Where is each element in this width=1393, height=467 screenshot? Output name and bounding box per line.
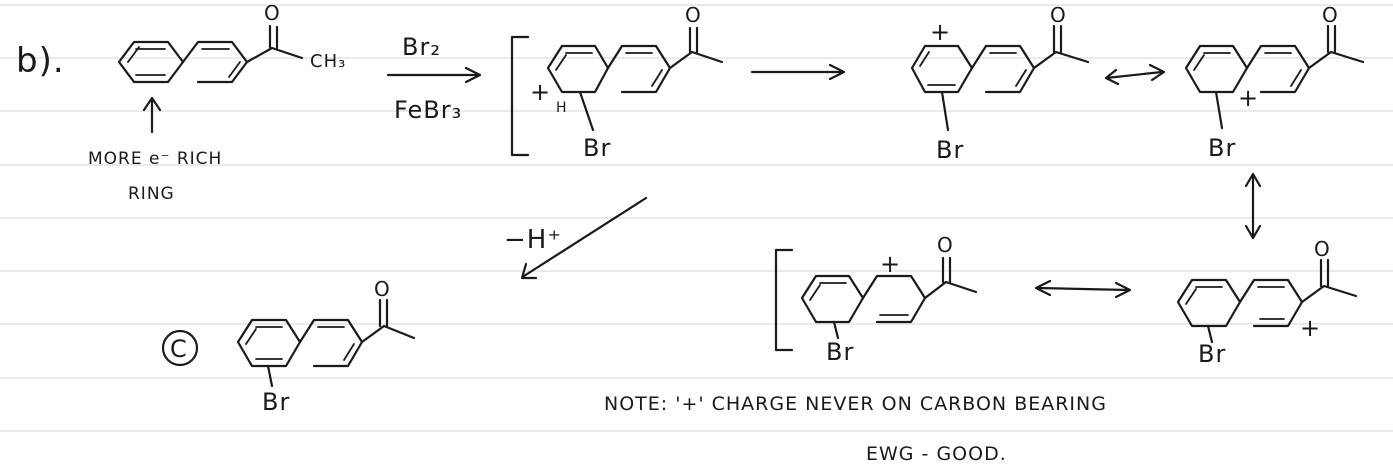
product: C O Br [161,277,416,416]
rich-ring-note-2: RING [128,184,175,204]
rich-ring-note-1: MORE e⁻ RICH [88,149,222,169]
svg-text:O: O [685,3,702,27]
plus-charge: + [530,78,551,106]
svg-text:Br: Br [1208,134,1236,162]
resonance-arrow-vertical [1244,172,1262,240]
bromine-label: Br [583,134,611,162]
reagent-febr3: FeBr₃ [394,96,462,124]
rich-ring-pointer [142,96,162,134]
resonance-arrow-1 [750,63,846,81]
svg-text:+: + [930,18,951,46]
intermediate-1: O + H Br [530,3,724,162]
bracket-left-top [510,35,530,157]
svg-text:O: O [1050,3,1067,27]
note-line-2: EWG - GOOD. [866,443,1007,465]
svg-text:Br: Br [826,338,854,366]
reaction-arrow [386,66,482,84]
notebook-ruling [0,4,1393,432]
intermediate-5: O + Br [1176,237,1358,368]
svg-text:+: + [1238,84,1259,112]
svg-text:+: + [880,250,901,278]
carbonyl-o: O [264,1,281,25]
starting-material: O CH₃ [117,1,346,84]
answer-label: C [170,335,188,363]
svg-text:O: O [1322,3,1339,27]
hydrogen-label: H [556,100,568,116]
resonance-arrow-2 [1104,63,1166,86]
bracket-left-bottom [774,248,794,352]
intermediate-3: O + Br [1184,3,1365,162]
intermediate-2: O + Br [910,3,1090,164]
intermediate-4: O + Br [800,233,978,366]
svg-text:O: O [937,233,954,257]
deprotonation-label: −H⁺ [504,225,562,255]
methyl-label: CH₃ [310,51,346,72]
deprotonation-arrow [520,196,648,280]
reagent-br2: Br₂ [402,33,441,61]
svg-text:Br: Br [262,388,290,416]
part-label: b). [16,41,65,81]
resonance-arrow-4 [1034,279,1132,299]
svg-text:+: + [1300,314,1321,342]
svg-text:O: O [374,277,391,301]
svg-text:Br: Br [1198,340,1226,368]
note-line-1: NOTE: '+' CHARGE NEVER ON CARBON BEARING [604,393,1107,415]
svg-text:O: O [1314,237,1331,261]
svg-text:Br: Br [936,136,964,164]
